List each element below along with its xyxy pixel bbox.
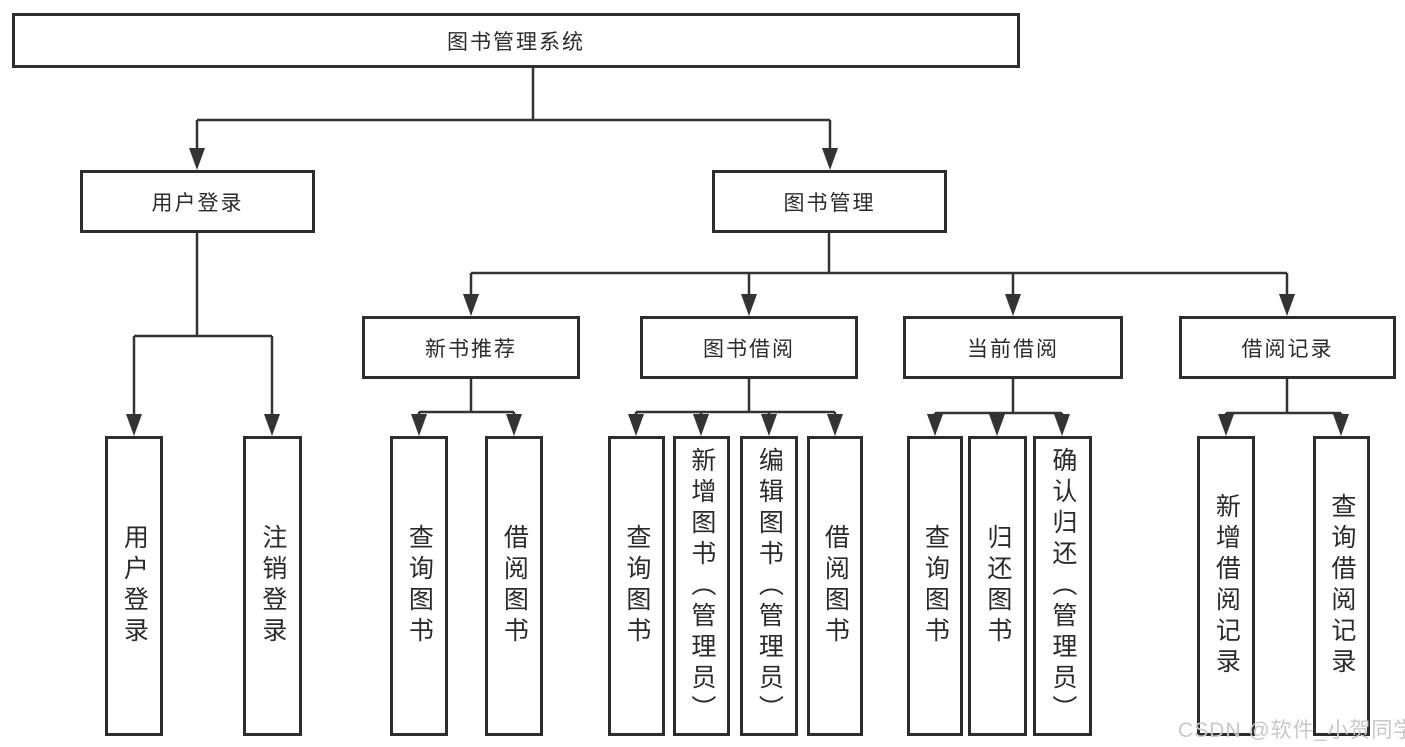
- leaf-query-borrow-record: 查询借阅记录: [1313, 436, 1370, 736]
- node-user-login-label: 用户登录: [151, 191, 244, 215]
- leaf-query-book-rec: 查询图书: [390, 436, 448, 736]
- leaf-logout-label: 注销登录: [258, 524, 287, 648]
- node-current-borrow-label: 当前借阅: [967, 337, 1059, 361]
- leaf-edit-book-admin: 编辑图书（管理员）: [740, 436, 798, 736]
- arrowheads: [126, 148, 1349, 436]
- node-root-label: 图书管理系统: [447, 30, 585, 54]
- node-new-book-rec-label: 新书推荐: [425, 337, 517, 361]
- node-book-borrow: 图书借阅: [640, 316, 858, 379]
- node-current-borrow: 当前借阅: [903, 316, 1123, 379]
- node-new-book-rec: 新书推荐: [362, 316, 580, 379]
- leaf-confirm-return-admin: 确认归还（管理员）: [1033, 436, 1092, 736]
- leaf-borrow-book-label: 借阅图书: [821, 524, 850, 648]
- leaf-query-book-borrow-label: 查询图书: [622, 524, 651, 648]
- leaf-query-book-current-label: 查询图书: [921, 524, 950, 648]
- leaf-confirm-return-admin-label: 确认归还（管理员）: [1048, 446, 1077, 726]
- leaf-return-book: 归还图书: [968, 436, 1027, 736]
- leaf-edit-book-admin-label: 编辑图书（管理员）: [755, 446, 784, 726]
- leaf-return-book-label: 归还图书: [983, 524, 1012, 648]
- leaf-query-book-rec-label: 查询图书: [405, 524, 434, 648]
- leaf-logout: 注销登录: [243, 436, 302, 736]
- node-borrow-record: 借阅记录: [1179, 316, 1396, 379]
- leaf-add-borrow-record-label: 新增借阅记录: [1212, 493, 1241, 679]
- leaf-query-borrow-record-label: 查询借阅记录: [1327, 493, 1356, 679]
- csdn-watermark: CSDN @软件_小贺同学: [1178, 719, 1405, 742]
- connector-strokes: [132, 68, 1343, 417]
- leaf-borrow-book: 借阅图书: [807, 436, 863, 736]
- node-book-mgmt-label: 图书管理: [783, 191, 876, 215]
- leaf-add-book-admin: 新增图书（管理员）: [673, 436, 730, 736]
- node-book-mgmt: 图书管理: [712, 170, 947, 233]
- leaf-add-borrow-record: 新增借阅记录: [1197, 436, 1255, 736]
- leaf-add-book-admin-label: 新增图书（管理员）: [687, 446, 716, 726]
- leaf-borrow-book-rec-label: 借阅图书: [500, 524, 529, 648]
- node-book-borrow-label: 图书借阅: [703, 337, 795, 361]
- leaf-user-login: 用户登录: [105, 436, 163, 736]
- leaf-user-login-label: 用户登录: [120, 524, 149, 648]
- leaf-query-book-borrow: 查询图书: [608, 436, 665, 736]
- leaf-borrow-book-rec: 借阅图书: [485, 436, 543, 736]
- leaf-query-book-current: 查询图书: [907, 436, 963, 736]
- node-user-login: 用户登录: [80, 170, 315, 233]
- node-root: 图书管理系统: [12, 13, 1020, 68]
- node-borrow-record-label: 借阅记录: [1241, 337, 1334, 361]
